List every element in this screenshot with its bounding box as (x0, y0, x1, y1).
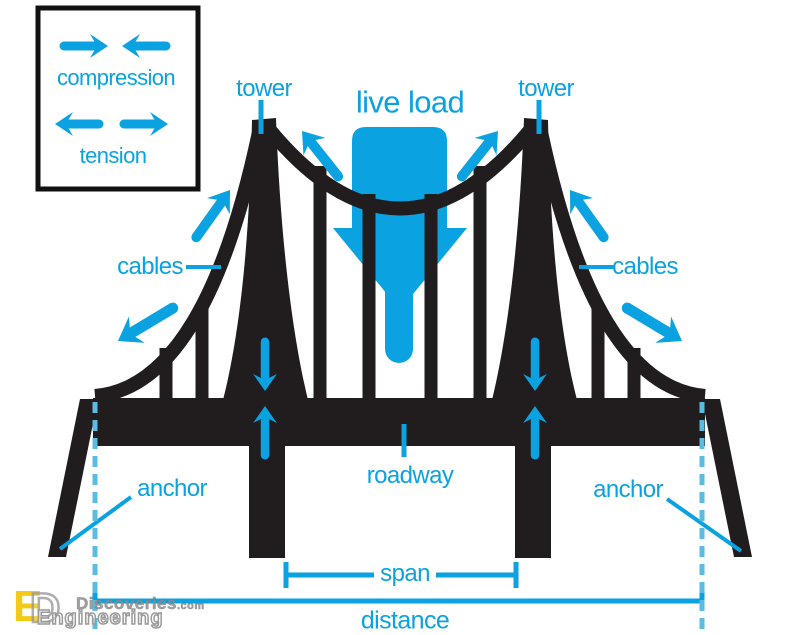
pointer-lines (58, 265, 743, 553)
legend-compression-label: compression (56, 65, 176, 90)
anchor-right-label: anchor (593, 476, 663, 503)
legend-tension-label: tension (79, 143, 147, 168)
cables-left-label: cables (117, 253, 183, 280)
cables-right-label: cables (612, 253, 678, 280)
tower-right-shape (492, 118, 577, 400)
legend-box (35, 5, 201, 192)
live-load-label: live load (355, 84, 465, 120)
span-label: span (380, 560, 430, 587)
dashed-extension-lines (92, 402, 705, 633)
hanger (195, 308, 209, 408)
anchor-left-shape (48, 399, 98, 557)
anchor-right-pointer (665, 497, 743, 553)
anchor-left-label: anchor (137, 475, 207, 502)
cable-right-shape (534, 130, 706, 403)
span-measure (283, 562, 519, 588)
tower-right-label: tower (518, 75, 574, 102)
pointer-ticks (258, 100, 542, 457)
hanger (591, 308, 605, 408)
distance-label: distance (360, 606, 450, 635)
hanger (362, 194, 376, 408)
cable-left-shape (94, 130, 266, 403)
cable-center-shape (263, 124, 537, 216)
pier-right (515, 446, 551, 558)
anchor-right-shape (702, 399, 752, 557)
tower-left-shape (223, 118, 308, 400)
force-annotations (55, 34, 743, 610)
anchor-left-pointer (58, 495, 133, 551)
hanger (313, 166, 327, 408)
tower-left-label: tower (236, 75, 292, 102)
hanger (424, 194, 438, 408)
roadway-label: roadway (366, 462, 454, 489)
bridge-structure (48, 118, 752, 558)
main-cables (94, 124, 706, 403)
roadway-deck (93, 398, 705, 446)
hanger (473, 166, 487, 408)
pier-left (249, 446, 285, 558)
hangers (159, 166, 641, 408)
